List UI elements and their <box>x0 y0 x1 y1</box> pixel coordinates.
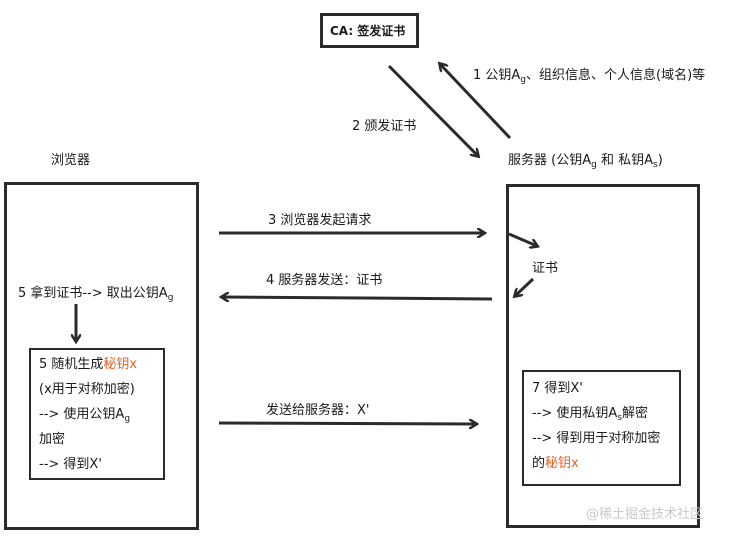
label-send-x: 发送给服务器：X' <box>266 403 370 418</box>
browser-step5-get-cert: 5 拿到证书--> 取出公钥Ag <box>18 286 174 303</box>
browser-inner-line2: (x用于对称加密) <box>39 382 135 397</box>
arrow-send-x <box>218 423 476 424</box>
browser-title: 浏览器 <box>51 153 91 168</box>
browser-inner-line3: --> 使用公钥Ag <box>39 407 131 424</box>
browser-inner-box: 5 随机生成秘钥x (x用于对称加密) --> 使用公钥Ag 加密 --> 得到… <box>29 348 165 480</box>
server-inner-line2: --> 使用私钥As解密 <box>532 406 649 423</box>
arrow-server-to-ca <box>440 64 512 140</box>
server-title: 服务器 (公钥Ag 和 私钥As) <box>508 153 663 170</box>
label-server-to-ca: 1 公钥Ag、组织信息、个人信息(域名)等 <box>473 68 706 85</box>
label-request: 3 浏览器发起请求 <box>268 213 372 228</box>
arrow-server-in-to-cert <box>508 232 537 246</box>
server-inner-line3: --> 得到用于对称加密 <box>532 431 661 446</box>
browser-inner-line4: 加密 <box>39 432 66 447</box>
server-cert-label: 证书 <box>532 261 559 276</box>
server-inner-line4: 的秘钥x <box>532 456 579 471</box>
server-inner-box: 7 得到X' --> 使用私钥As解密 --> 得到用于对称加密 的秘钥x <box>522 370 681 486</box>
ca-label: CA: 签发证书 <box>330 24 406 38</box>
arrow-send-cert <box>222 297 493 299</box>
label-send-cert: 4 服务器发送：证书 <box>266 273 383 288</box>
browser-inner-line1: 5 随机生成秘钥x <box>39 357 138 372</box>
label-ca-to-server: 2 颁发证书 <box>352 119 417 134</box>
ca-box: CA: 签发证书 <box>320 13 419 48</box>
arrow-ca-to-server <box>387 64 478 156</box>
browser-box <box>4 182 199 530</box>
server-box <box>506 184 700 528</box>
browser-inner-line5: --> 得到X' <box>39 457 102 472</box>
arrow-cert-to-out <box>515 277 535 296</box>
watermark: @稀土掘金技术社区 <box>586 507 704 522</box>
server-inner-line1: 7 得到X' <box>532 381 583 396</box>
